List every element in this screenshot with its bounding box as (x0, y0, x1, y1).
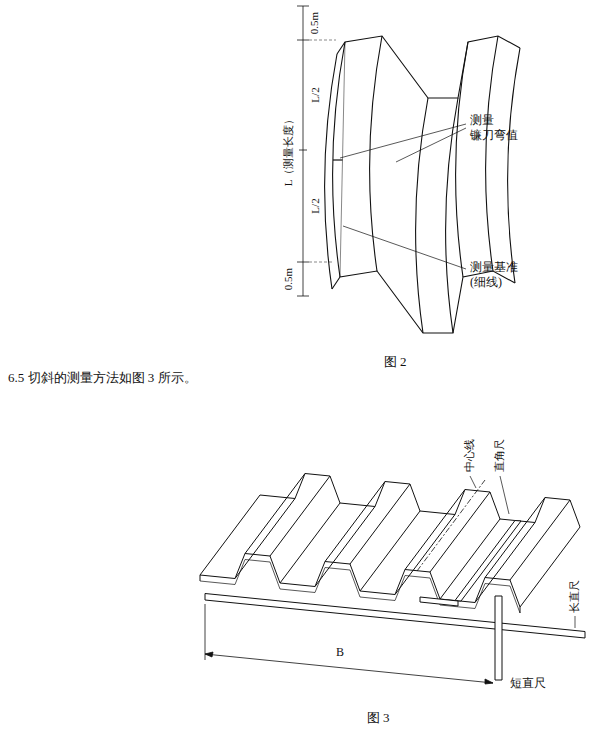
plate-edge (270, 476, 330, 556)
plate-edge (405, 490, 465, 570)
pile-edge (325, 54, 337, 289)
plate-edge (315, 507, 375, 587)
plate-edge (430, 492, 490, 572)
plate-edge (395, 515, 455, 595)
callout-label: 短直尺 (510, 676, 546, 691)
dimension-label: L/2 (309, 198, 323, 213)
callout-label: 测量 镰刀弯值 (470, 113, 526, 143)
plate-edge (245, 474, 305, 554)
dimension-line (297, 6, 336, 296)
dimension-label: L（测量长度） (282, 114, 296, 187)
plate-edge (510, 500, 570, 580)
plate-edge (485, 498, 545, 578)
b-dimension (205, 0, 500, 684)
pile-edge (416, 98, 428, 333)
dimension-label: L/2 (309, 87, 323, 102)
callout-label: 长直尺 (568, 580, 582, 613)
pile-edge (446, 98, 458, 333)
callout-label: 中心线 (463, 439, 477, 472)
leader-lines (340, 124, 575, 628)
rulers (205, 480, 585, 680)
plate-edge (520, 607, 521, 613)
pile-edge (333, 42, 345, 277)
plate-edge (350, 484, 410, 564)
pile-profile (337, 36, 520, 98)
dimension-label: B (336, 645, 344, 660)
pile-edge (486, 36, 498, 271)
dimension-label: 0.5m (308, 12, 322, 34)
figure-caption: 图 2 (384, 354, 407, 370)
plate-profile (260, 474, 580, 528)
body-text: 6.5 切斜的测量方法如图 3 所示。 (8, 370, 197, 386)
figure-caption: 图 3 (367, 710, 390, 726)
plate-edge (280, 503, 340, 583)
reference-line (333, 42, 345, 277)
plate-edge (360, 511, 420, 591)
plate-edge (200, 495, 260, 575)
callout-label: 测量基准 (细线) (470, 260, 526, 290)
corrugated-plate-figure (200, 474, 580, 614)
plate-edge (235, 499, 295, 579)
callout-label: 直角尺 (493, 439, 507, 472)
pile-edge (508, 48, 520, 283)
plate-edge (325, 482, 385, 562)
plate-edge (200, 575, 201, 581)
dimension-label: 0.5m (282, 268, 296, 290)
